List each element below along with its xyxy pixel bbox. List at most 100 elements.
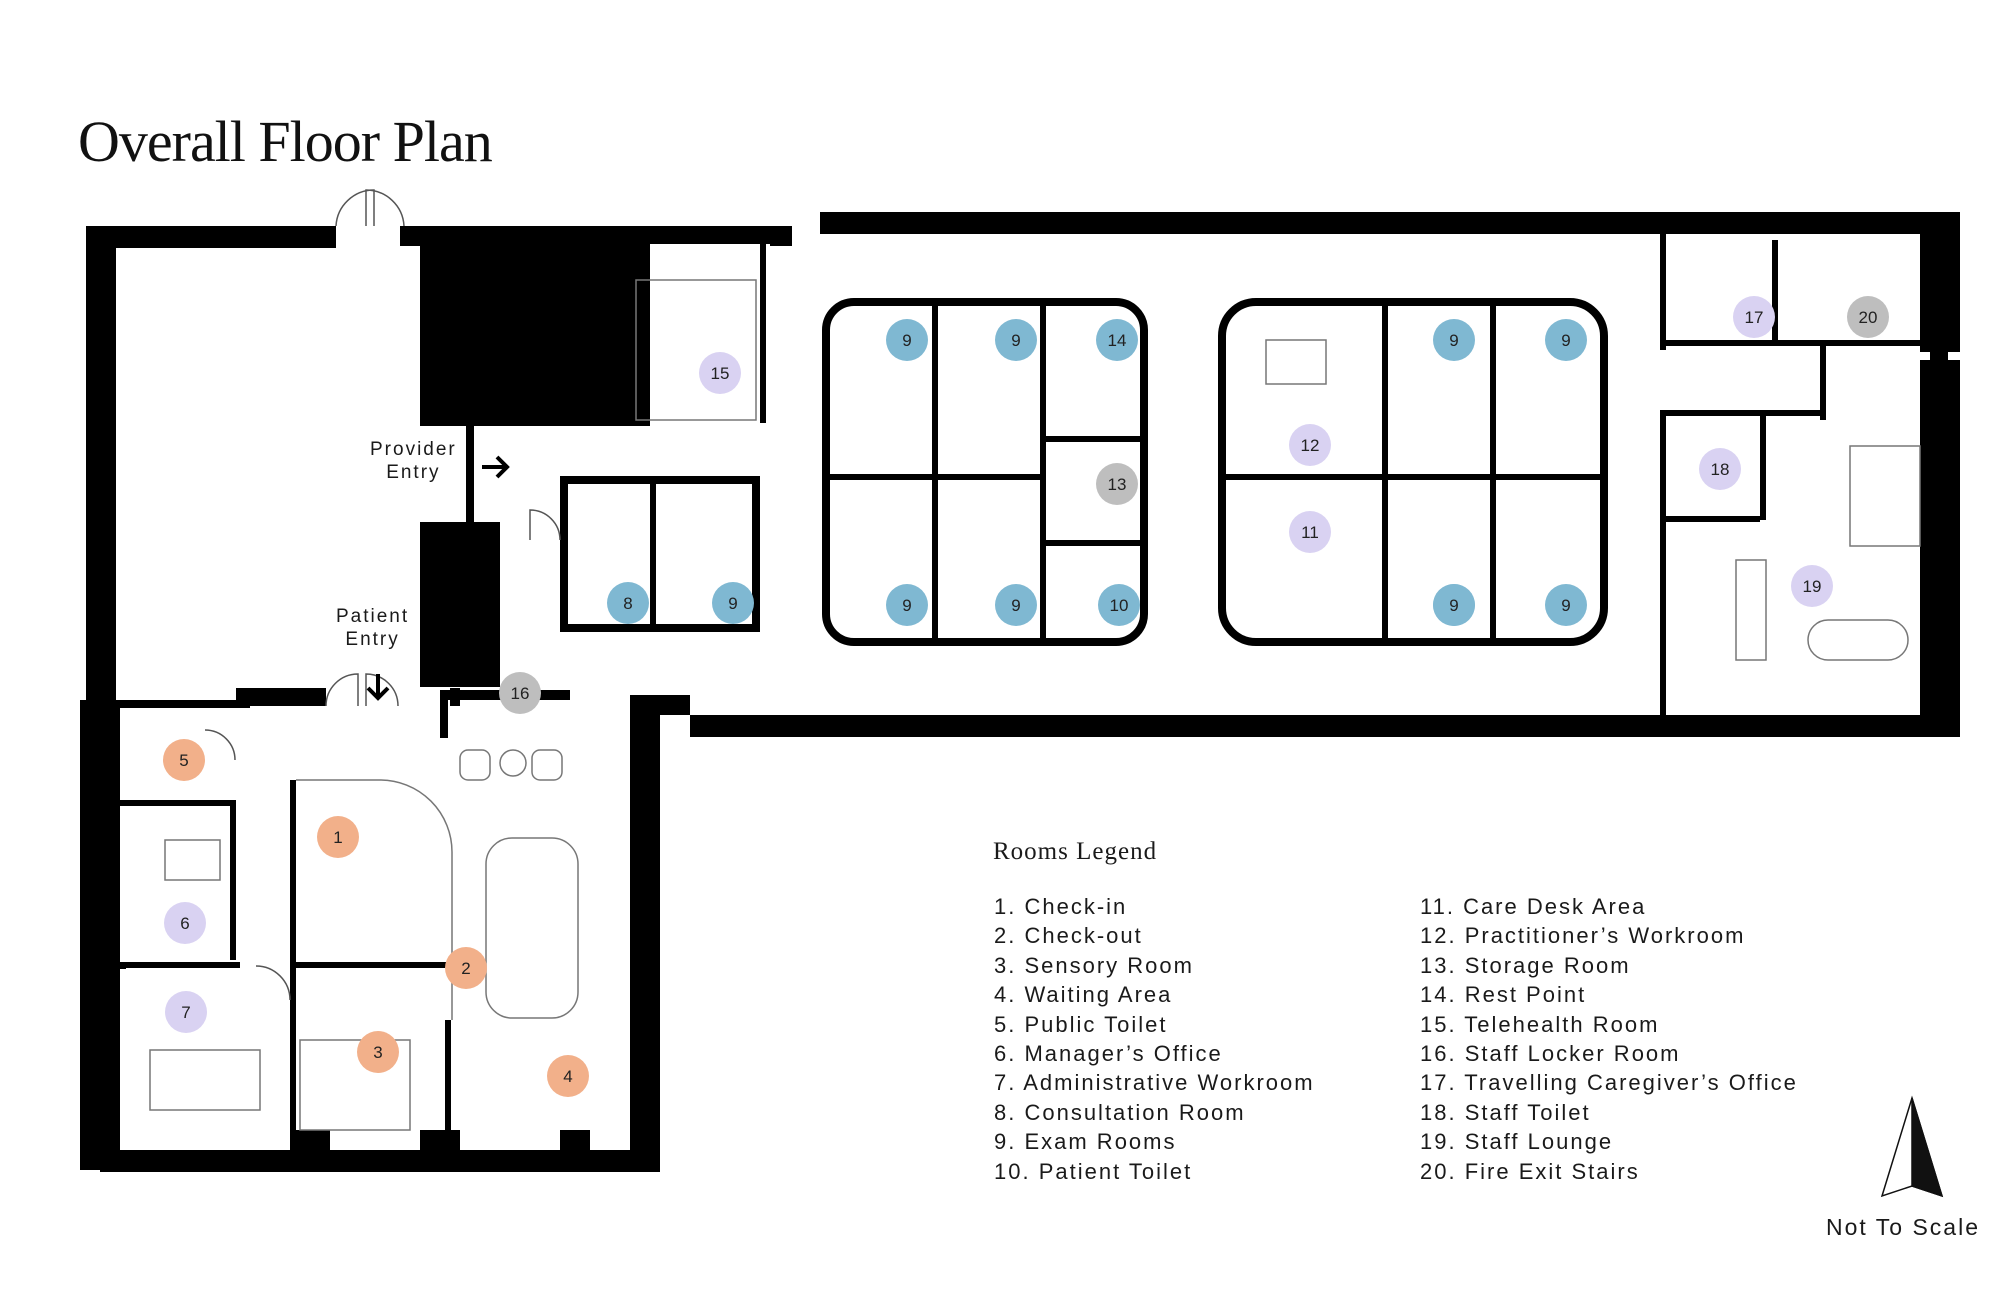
room-marker-label: 5 (179, 751, 188, 770)
room-marker-9: 9 (1545, 319, 1587, 361)
room-marker-label: 9 (1011, 596, 1020, 615)
legend-item: 14. Rest Point (1420, 982, 1587, 1008)
room-marker-9: 9 (886, 584, 928, 626)
room-marker-8: 8 (607, 582, 649, 624)
scale-note: Not To Scale (1826, 1214, 1980, 1240)
room-marker-4: 4 (547, 1055, 589, 1097)
room-marker-label: 9 (1561, 596, 1570, 615)
room-marker-label: 17 (1745, 308, 1764, 327)
legend-item: 10. Patient Toilet (994, 1158, 1193, 1184)
room-marker-label: 14 (1108, 331, 1127, 350)
room-marker-1: 1 (317, 816, 359, 858)
room-marker-circle (1433, 584, 1475, 626)
room-marker-label: 9 (902, 596, 911, 615)
room-marker-label: 13 (1108, 475, 1127, 494)
room-marker-label: 9 (902, 331, 911, 350)
room-marker-circle (1733, 296, 1775, 338)
room-marker-18: 18 (1699, 448, 1741, 490)
room-marker-20: 20 (1847, 296, 1889, 338)
room-marker-9: 9 (712, 582, 754, 624)
legend-column-left: 1. Check-in 2. Check-out 3. Sensory Room… (994, 892, 1315, 1186)
room-marker-9: 9 (1433, 319, 1475, 361)
room-marker-5: 5 (163, 739, 205, 781)
room-marker-circle (163, 739, 205, 781)
room-marker-17: 17 (1733, 296, 1775, 338)
room-marker-9: 9 (995, 584, 1037, 626)
room-marker-label: 9 (1011, 331, 1020, 350)
room-marker-6: 6 (164, 902, 206, 944)
legend-item: 20. Fire Exit Stairs (1420, 1158, 1640, 1184)
room-marker-label: 16 (511, 684, 530, 703)
room-marker-circle (1433, 319, 1475, 361)
room-marker-13: 13 (1096, 463, 1138, 505)
furniture-outlines (149, 279, 1921, 1131)
legend-item: 17. Travelling Caregiver’s Office (1420, 1070, 1798, 1096)
room-marker-label: 8 (623, 594, 632, 613)
room-marker-label: 12 (1301, 436, 1320, 455)
room-marker-10: 10 (1098, 584, 1140, 626)
legend-title: Rooms Legend (993, 838, 1158, 865)
legend-column-right: 11. Care Desk Area 12. Practitioner’s Wo… (1420, 892, 1798, 1186)
legend-item: 7. Administrative Workroom (994, 1070, 1315, 1096)
provider-entry-label: Provider Entry (370, 438, 457, 484)
room-marker-label: 10 (1110, 596, 1129, 615)
patient-entry-line-1: Patient (336, 606, 410, 627)
room-marker-11: 11 (1289, 511, 1331, 553)
room-marker-label: 3 (373, 1043, 382, 1062)
room-marker-label: 2 (461, 959, 470, 978)
room-marker-circle (1096, 319, 1138, 361)
room-marker-label: 9 (1449, 596, 1458, 615)
room-marker-14: 14 (1096, 319, 1138, 361)
legend-item: 12. Practitioner’s Workroom (1420, 923, 1746, 949)
room-marker-circle (1545, 319, 1587, 361)
room-marker-9: 9 (1545, 584, 1587, 626)
room-marker-label: 18 (1711, 460, 1730, 479)
room-marker-circle (165, 991, 207, 1033)
room-marker-circle (886, 584, 928, 626)
room-marker-circle (1289, 511, 1331, 553)
legend-item: 15. Telehealth Room (1420, 1011, 1660, 1037)
room-marker-label: 6 (180, 914, 189, 933)
room-marker-2: 2 (445, 947, 487, 989)
legend-item: 19. Staff Lounge (1420, 1129, 1614, 1155)
legend-item: 16. Staff Locker Room (1420, 1040, 1681, 1066)
room-marker-label: 7 (181, 1003, 190, 1022)
legend-item: 6. Manager’s Office (994, 1040, 1223, 1066)
room-marker-circle (995, 584, 1037, 626)
room-marker-circle (886, 319, 928, 361)
provider-entry-line-1: Provider (370, 439, 457, 460)
provider-entry-arrow (482, 455, 510, 479)
room-marker-circle (1699, 448, 1741, 490)
room-marker-circle (995, 319, 1037, 361)
room-marker-label: 19 (1803, 577, 1822, 596)
legend-item: 18. Staff Toilet (1420, 1099, 1591, 1125)
room-marker-circle (1098, 584, 1140, 626)
legend-item: 2. Check-out (994, 923, 1143, 949)
legend-item: 3. Sensory Room (994, 952, 1194, 978)
room-marker-19: 19 (1791, 565, 1833, 607)
room-marker-circle (607, 582, 649, 624)
room-marker-7: 7 (165, 991, 207, 1033)
room-marker-circle (699, 352, 741, 394)
room-marker-label: 9 (728, 594, 737, 613)
room-marker-circle (1096, 463, 1138, 505)
room-marker-circle (1791, 565, 1833, 607)
room-marker-circle (1847, 296, 1889, 338)
room-marker-9: 9 (886, 319, 928, 361)
room-marker-circle (1289, 424, 1331, 466)
patient-entry-label: Patient Entry (336, 605, 409, 651)
patient-entry-line-2: Entry (345, 629, 400, 650)
room-marker-circle (1545, 584, 1587, 626)
room-marker-label: 9 (1561, 331, 1570, 350)
room-marker-9: 9 (995, 319, 1037, 361)
room-marker-circle (547, 1055, 589, 1097)
legend-item: 8. Consultation Room (994, 1099, 1246, 1125)
legend-item: 4. Waiting Area (994, 982, 1173, 1008)
room-marker-label: 4 (563, 1067, 572, 1086)
room-marker-label: 11 (1301, 523, 1319, 542)
legend-item: 11. Care Desk Area (1420, 894, 1647, 919)
room-marker-circle (164, 902, 206, 944)
room-marker-12: 12 (1289, 424, 1331, 466)
